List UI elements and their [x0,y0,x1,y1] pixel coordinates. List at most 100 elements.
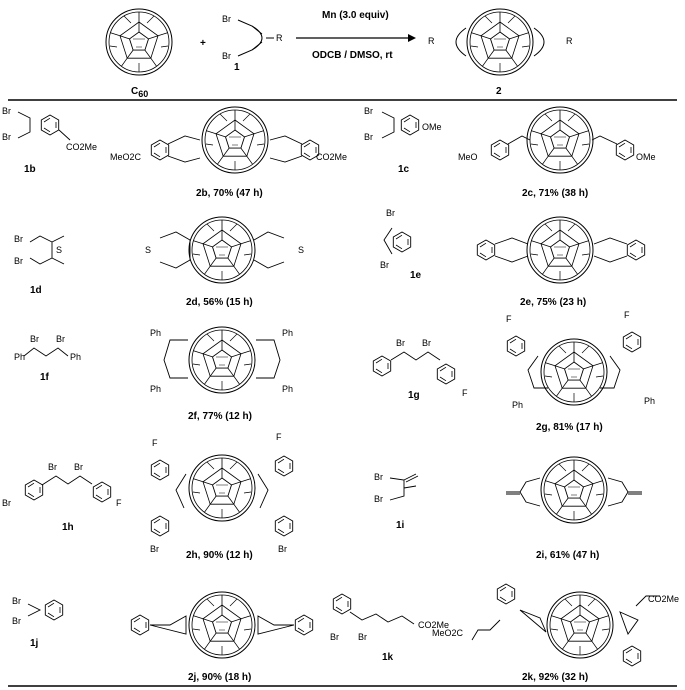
product-label: 2i, 61% (47 h) [536,550,599,561]
svg-text:OMe: OMe [636,152,656,162]
header-equation: C60 + Br Br R 1 Mn (3.0 equiv) ODCB / DM… [105,8,573,99]
svg-text:Br: Br [330,632,339,642]
conditions-text: ODCB / DMSO, rt [312,50,393,61]
svg-text:Br: Br [30,334,39,344]
entry-1k: Br Br CO2Me 1k [330,593,449,663]
entry-1j: Br Br 1j [12,596,64,649]
entry-1h: Br Br Br F 1h [2,462,122,533]
svg-text:Br: Br [380,260,389,270]
entry-1g: Br Br F 1g [372,338,468,401]
plus-sign: + [200,38,206,49]
svg-text:Br: Br [278,544,287,554]
entry-1d: Br Br S 1d [14,234,65,296]
product-label: 2c, 71% (38 h) [522,188,588,199]
svg-text:S: S [298,245,304,255]
entry-1e: Br Br 1e [380,208,422,281]
entry-1c: Br Br OMe 1c [364,106,442,175]
sm-label: 1e [410,270,422,281]
svg-text:Br: Br [364,132,373,142]
sm-label: 1c [398,164,410,175]
product-label: 2j, 90% (18 h) [188,672,251,683]
arrow-head-icon [408,34,416,42]
svg-text:Br: Br [14,256,23,266]
svg-text:Ph: Ph [150,328,161,338]
reactant-label: 1 [234,62,240,73]
svg-text:Br: Br [2,498,11,508]
entry-1f: Ph Br Br Ph 1f [14,334,81,383]
svg-text:S: S [56,245,62,255]
svg-text:MeO2C: MeO2C [110,152,142,162]
product-2j: 2j, 90% (18 h) [130,591,314,683]
sm-label: 1j [30,638,39,649]
entry-1b: Br Br CO2Me 1b [0,0,97,175]
product-2i: 2i, 61% (47 h) [506,456,642,561]
svg-text:CO2Me: CO2Me [418,620,449,630]
svg-text:Br: Br [364,106,373,116]
svg-text:Br: Br [48,462,57,472]
svg-text:F: F [624,310,630,320]
svg-text:CO2Me: CO2Me [648,594,679,604]
entry-1i: Br Br 1i [374,472,419,531]
svg-text:CO2Me: CO2Me [316,152,347,162]
product-label: 2f, 77% (12 h) [188,411,252,422]
product-2e: 2e, 75% (23 h) [476,216,646,308]
svg-text:Br: Br [12,596,21,606]
product-label: 2 [496,86,502,97]
svg-text:Ph: Ph [512,400,523,410]
svg-text:Br: Br [2,132,11,142]
svg-text:MeO2C: MeO2C [432,628,464,638]
product-label: 2b, 70% (47 h) [196,188,263,199]
sm-label: 1d [30,285,42,296]
product-2d: S S 2d, 56% (15 h) [145,216,304,308]
product-2h: F F Br Br 2h, 90% (12 h) [150,432,294,561]
svg-text:Ph: Ph [282,384,293,394]
reagent-text: Mn (3.0 equiv) [322,10,389,21]
product-2f: Ph Ph Ph Ph 2f, 77% (12 h) [150,326,293,422]
svg-text:Br: Br [150,544,159,554]
product-label: 2k, 92% (32 h) [522,672,588,683]
sm-label: 1i [396,520,405,531]
svg-text:MeO: MeO [458,152,478,162]
svg-text:Br: Br [12,616,21,626]
svg-text:F: F [116,498,122,508]
svg-text:Br: Br [374,472,383,482]
br-atom-top: Br [222,14,231,24]
svg-text:Br: Br [358,632,367,642]
c60-label: C60 [131,86,148,99]
c60-fullerene-icon [105,8,173,76]
svg-text:Ph: Ph [150,384,161,394]
svg-text:Ph: Ph [70,352,81,362]
svg-text:Ph: Ph [644,396,655,406]
svg-text:F: F [506,314,512,324]
product-2k: CO2Me MeO2C 2k, 92% (32 h) [432,583,679,683]
r-group-left: R [428,36,435,46]
svg-text:F: F [462,388,468,398]
svg-text:Br: Br [14,234,23,244]
product-2c: MeO OMe 2c, 71% (38 h) [458,106,656,199]
r-group: R [276,33,283,43]
svg-text:F: F [152,438,158,448]
sm-label: 1h [62,522,74,533]
sm-label: 1g [408,390,420,401]
svg-text:Br: Br [74,462,83,472]
sm-label: 1b [24,164,36,175]
product-2g: F F Ph Ph 2g, 81% (17 h) [506,310,655,433]
product-label: 2h, 90% (12 h) [186,550,253,561]
br-atom-bottom: Br [222,51,231,61]
svg-text:Br: Br [422,338,431,348]
svg-text:Br: Br [396,338,405,348]
svg-text:F: F [276,432,282,442]
sm-label: 1k [382,652,394,663]
svg-text:Ph: Ph [14,352,25,362]
svg-text:Br: Br [374,494,383,504]
svg-text:OMe: OMe [422,122,442,132]
sm-label: 1f [40,372,50,383]
svg-text:Br: Br [2,106,11,116]
product-fullerene-icon [466,8,534,76]
svg-text:Br: Br [56,334,65,344]
generic-dibromide-structure: Br Br R [222,14,283,61]
right-addend-ring [533,27,545,57]
svg-text:S: S [145,245,151,255]
svg-text:Ph: Ph [282,328,293,338]
